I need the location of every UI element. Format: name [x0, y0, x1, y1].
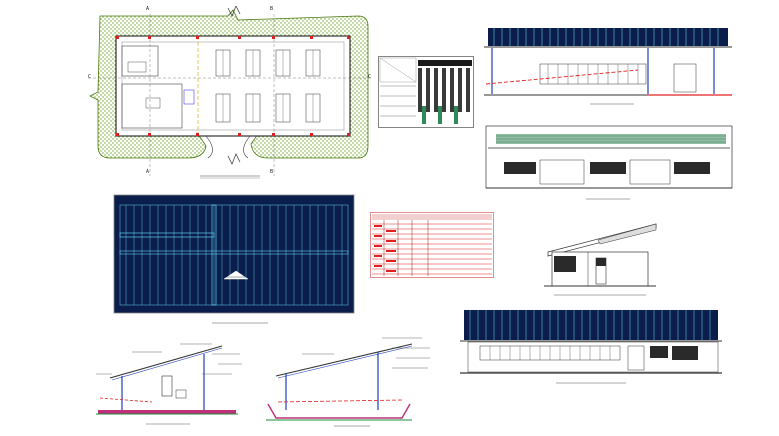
axis-mark-a-top: A: [146, 6, 150, 12]
front-elevation-panel: [478, 24, 740, 116]
rear-elevation-panel: [478, 122, 740, 204]
side-elevation-drawing: [544, 223, 657, 296]
room-office: [121, 45, 159, 77]
axis-mark-a-bottom: A: [146, 169, 150, 175]
side-elevation-panel: [538, 218, 662, 302]
long-elevation-panel: [456, 306, 724, 392]
roof-plan-drawing: [113, 194, 355, 324]
rear-elevation-drawing: [485, 125, 733, 200]
section-a-drawing: [96, 343, 242, 425]
schedule-table-red: [370, 212, 494, 278]
axis-mark-b-bottom: B: [270, 169, 274, 175]
schedule-table-red-drawing: [370, 212, 494, 278]
zigzag-break-icon: [227, 6, 241, 17]
room-storage: [121, 83, 183, 129]
roof-plan-panel: [112, 193, 356, 329]
axis-mark-c-left: C: [88, 74, 92, 80]
schedule-table-top: [378, 56, 474, 128]
floor-plan-drawing: [88, 6, 373, 179]
column-markers: [116, 36, 350, 136]
axis-mark-c-right: C: [368, 74, 372, 80]
section-b-drawing: [266, 337, 430, 427]
long-elevation-drawing: [460, 310, 722, 384]
front-elevation-drawing: [484, 28, 732, 105]
axis-mark-b-top: B: [270, 6, 274, 12]
floor-plan-panel: A B A B C C: [88, 6, 373, 186]
schedule-table-top-drawing: [378, 56, 474, 128]
section-a-panel: [92, 334, 244, 430]
section-b-panel: [262, 332, 434, 430]
